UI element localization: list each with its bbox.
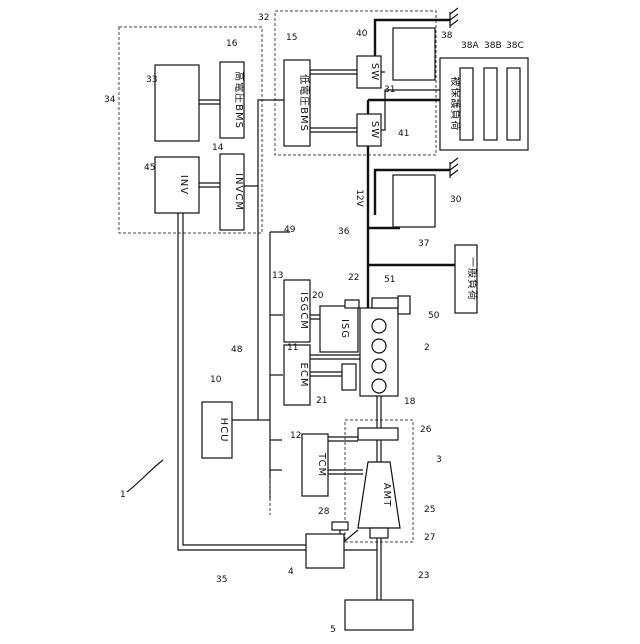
ref-41: 41	[398, 129, 409, 139]
clutch-26	[358, 428, 398, 440]
ref-21: 21	[316, 396, 327, 406]
ref-10: 10	[210, 375, 222, 385]
battery-33	[155, 65, 199, 141]
inv-45	[155, 157, 199, 213]
ref-38c: 38C	[506, 41, 524, 51]
hv-bms-label: 高電圧BMS	[233, 71, 246, 129]
ref-26: 26	[420, 425, 432, 435]
ref-36: 36	[338, 227, 350, 237]
gear-27	[370, 528, 388, 538]
ref-20: 20	[312, 291, 324, 301]
ref-40: 40	[356, 29, 368, 39]
ground-symbol-top	[450, 8, 458, 28]
invcm-label: INVCM	[233, 173, 244, 211]
ref-4: 4	[288, 567, 294, 577]
lv-bms-label: 低電圧BMS	[298, 74, 311, 132]
ref-2: 2	[424, 343, 430, 353]
ref-13: 13	[272, 271, 283, 281]
ref-38b: 38B	[484, 41, 502, 51]
ref-25: 25	[424, 505, 435, 515]
ref-28: 28	[318, 507, 330, 517]
ref-18: 18	[404, 397, 416, 407]
ref-31: 31	[384, 85, 395, 95]
ref-38: 38	[441, 31, 453, 41]
wheel-5	[345, 600, 413, 630]
amt-25	[358, 462, 400, 528]
shaft-18	[377, 396, 381, 428]
isgcm-label: ISGCM	[298, 292, 309, 330]
load-38b	[484, 68, 497, 140]
ref-12: 12	[290, 431, 301, 441]
voltage-12v-label: 12V	[354, 189, 364, 207]
ref-14: 14	[212, 143, 224, 153]
ref-35: 35	[216, 575, 227, 585]
output-shaft-23	[377, 538, 381, 600]
inv-label: INV	[178, 175, 189, 195]
ref-32: 32	[258, 13, 269, 23]
ref-3: 3	[436, 455, 442, 465]
protected-load-label: 被保護負荷	[449, 77, 462, 132]
ref-16: 16	[226, 39, 238, 49]
ecm-label: ECM	[298, 363, 309, 388]
amt-label: AMT	[381, 483, 392, 508]
ref-11: 11	[287, 343, 298, 353]
ref-33: 33	[146, 75, 157, 85]
hcu-label: HCU	[218, 418, 229, 443]
sw-top-label: SW	[369, 63, 380, 81]
battery-31	[393, 28, 435, 80]
ref-38a: 38A	[461, 41, 479, 51]
ref-45: 45	[144, 163, 155, 173]
device-50	[398, 296, 410, 314]
ref-15: 15	[286, 33, 297, 43]
ref-34: 34	[104, 95, 116, 105]
load-38c	[507, 68, 520, 140]
device-28	[332, 522, 348, 530]
battery-30	[393, 175, 435, 227]
ref-50: 50	[428, 311, 440, 321]
ref-30: 30	[450, 195, 462, 205]
ground-symbol-mid	[450, 158, 458, 178]
motor-4	[306, 534, 344, 568]
ref-48: 48	[231, 345, 243, 355]
tcm-label: TCM	[316, 452, 327, 477]
ref-1: 1	[120, 490, 126, 500]
engine-2	[360, 308, 398, 396]
ref-37: 37	[418, 239, 429, 249]
isg-20	[320, 306, 358, 352]
device-51	[372, 298, 398, 308]
general-load-label: 一般負荷	[466, 257, 479, 301]
ref-23: 23	[418, 571, 429, 581]
ref-51: 51	[384, 275, 395, 285]
load-38a	[460, 68, 473, 140]
ref-5: 5	[330, 625, 336, 635]
ref-49: 49	[284, 225, 296, 235]
isg-label: ISG	[339, 319, 350, 339]
sensor-21	[342, 364, 356, 390]
device-22	[345, 300, 359, 308]
ref-22: 22	[348, 273, 359, 283]
sw-bottom-label: SW	[369, 121, 380, 139]
ref-27: 27	[424, 533, 435, 543]
